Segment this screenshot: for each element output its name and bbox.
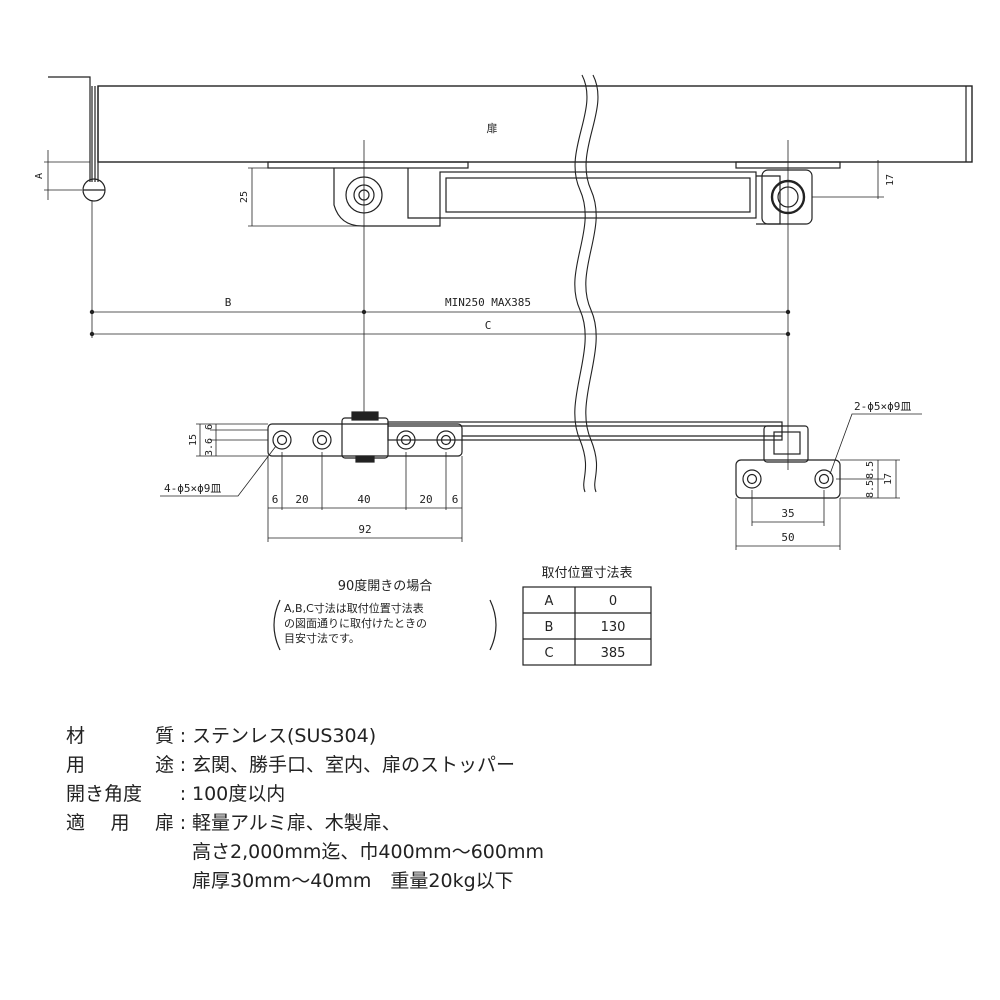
spec-angle-value: 100度以内 xyxy=(192,783,286,805)
spec-usage-label-1: 用 xyxy=(66,754,86,776)
table-value-C: 385 xyxy=(601,646,626,661)
table-value-A: 0 xyxy=(609,594,617,609)
table-key-A: A xyxy=(545,594,554,609)
arm-housing xyxy=(439,171,757,219)
spec-usage-value: 玄関、勝手口、室内、扉のストッパー xyxy=(192,754,516,776)
spec-material-value: ステンレス(SUS304) xyxy=(192,725,377,747)
note-line-2: の図面通りに取付けたときの xyxy=(284,617,427,630)
note-title: 90度開きの場合 xyxy=(338,578,433,594)
note-line-1: A,B,C寸法は取付位置寸法表 xyxy=(284,601,424,615)
dim-6b: 6 xyxy=(452,493,459,506)
spec-material-label-2: 質 xyxy=(154,725,174,747)
dim-C: C xyxy=(485,319,492,332)
spec-door: 適用扉 : 軽量アルミ扉、木製扉、 xyxy=(66,809,544,838)
door-label: 扉 xyxy=(487,122,498,135)
dim-6-left: 6 xyxy=(204,424,215,430)
pivot-bracket xyxy=(333,168,441,227)
spec-door-cont-2: 扉厚30mm～40mm 重量20kg以下 xyxy=(192,870,514,892)
table-key-B: B xyxy=(545,620,554,635)
dim-50: 50 xyxy=(781,531,794,544)
spec-list: 材質 : ステンレス(SUS304) 用途 : 玄関、勝手口、室内、扉のストッパ… xyxy=(66,722,544,896)
table-key-C: C xyxy=(544,646,553,661)
arm-bar xyxy=(387,421,783,441)
dim-92: 92 xyxy=(358,523,371,536)
spec-material: 材質 : ステンレス(SUS304) xyxy=(66,722,544,751)
spec-door-cont-1: 高さ2,000mm迄、巾400mm～600mm xyxy=(192,841,544,863)
spec-door-label-1: 適 xyxy=(66,812,86,834)
dim-17-top: 17 xyxy=(885,174,896,186)
note-line-3: 目安寸法です。 xyxy=(284,631,360,645)
dim-3-6: 3.6 xyxy=(204,438,215,456)
dim-17-bot: 17 xyxy=(883,473,894,485)
spec-material-label-1: 材 xyxy=(66,725,86,747)
dim-8-5b: 8.5 xyxy=(865,480,876,498)
holes-left-callout: 4-ϕ5×ϕ9皿 xyxy=(164,482,221,495)
spec-angle: 開き角度 : 100度以内 xyxy=(66,780,544,809)
door-panel xyxy=(97,85,973,163)
dim-8-5a: 8.5 xyxy=(865,461,876,479)
spec-door-label-2: 用 xyxy=(110,812,130,834)
spec-angle-label: 開き角度 xyxy=(66,783,143,805)
dim-15: 15 xyxy=(188,434,199,446)
dim-35: 35 xyxy=(781,507,794,520)
jamb-outline xyxy=(48,76,91,182)
dim-20a: 20 xyxy=(295,493,308,506)
spec-usage: 用途 : 玄関、勝手口、室内、扉のストッパー xyxy=(66,751,544,780)
spec-door-label-3: 扉 xyxy=(154,812,174,834)
position-table xyxy=(522,586,652,666)
dim-25: 25 xyxy=(239,191,250,203)
holes-right-callout: 2-ϕ5×ϕ9皿 xyxy=(854,400,911,413)
table-title: 取付位置寸法表 xyxy=(541,566,632,581)
dim-B: B xyxy=(225,296,232,309)
dim-A: A xyxy=(34,173,45,179)
dim-20b: 20 xyxy=(419,493,432,506)
spec-door-value: 軽量アルミ扉、木製扉、 xyxy=(192,812,401,834)
dim-40: 40 xyxy=(357,493,370,506)
spec-usage-label-2: 途 xyxy=(154,754,174,776)
break-line xyxy=(574,74,588,493)
table-value-B: 130 xyxy=(601,620,626,635)
dim-6a: 6 xyxy=(272,493,279,506)
dim-range: MIN250 MAX385 xyxy=(445,296,531,309)
